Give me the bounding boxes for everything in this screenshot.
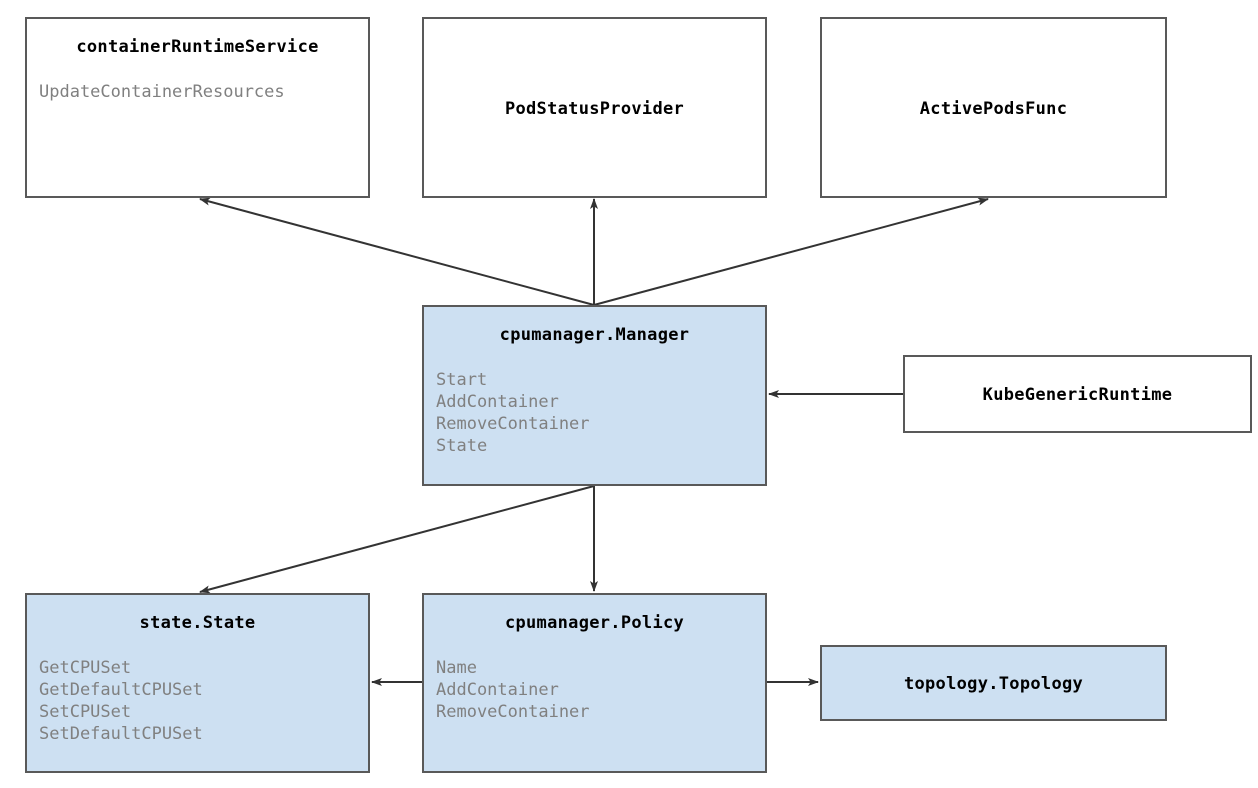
node-ActivePodsFunc[interactable]: ActivePodsFunc <box>820 17 1167 198</box>
method-item: GetCPUSet <box>39 658 132 678</box>
node-KubeGenericRuntime[interactable]: KubeGenericRuntime <box>903 355 1252 433</box>
method-item: RemoveContainer <box>436 702 590 722</box>
node-title-topologyTopology: topology.Topology <box>903 674 1084 694</box>
node-title-KubeGenericRuntime: KubeGenericRuntime <box>982 385 1173 405</box>
method-item: Name <box>436 658 477 678</box>
method-item: SetCPUSet <box>39 702 132 722</box>
node-title-cpumanagerManager: cpumanager.Manager <box>499 325 690 345</box>
method-item: RemoveContainer <box>436 414 590 434</box>
node-title-stateState: state.State <box>139 613 256 633</box>
node-title-ActivePodsFunc: ActivePodsFunc <box>919 99 1068 119</box>
method-item: UpdateContainerResources <box>39 82 285 102</box>
node-title-PodStatusProvider: PodStatusProvider <box>504 99 685 119</box>
method-item: SetDefaultCPUSet <box>39 724 203 744</box>
edge-manager-to-activePodsFunc <box>593 197 989 306</box>
edge-manager-to-containerRuntimeService <box>199 197 595 306</box>
method-item: Start <box>436 370 488 390</box>
node-title-cpumanagerPolicy: cpumanager.Policy <box>504 613 685 633</box>
node-methods-containerRuntimeService: UpdateContainerResources <box>39 81 362 103</box>
node-PodStatusProvider[interactable]: PodStatusProvider <box>422 17 767 198</box>
method-item: GetDefaultCPUSet <box>39 680 203 700</box>
method-item: State <box>436 436 488 456</box>
method-item: AddContainer <box>436 392 559 412</box>
method-item: AddContainer <box>436 680 559 700</box>
node-topologyTopology[interactable]: topology.Topology <box>820 645 1167 721</box>
edge-manager-to-stateState <box>199 485 595 594</box>
node-title-containerRuntimeService: containerRuntimeService <box>76 37 319 57</box>
